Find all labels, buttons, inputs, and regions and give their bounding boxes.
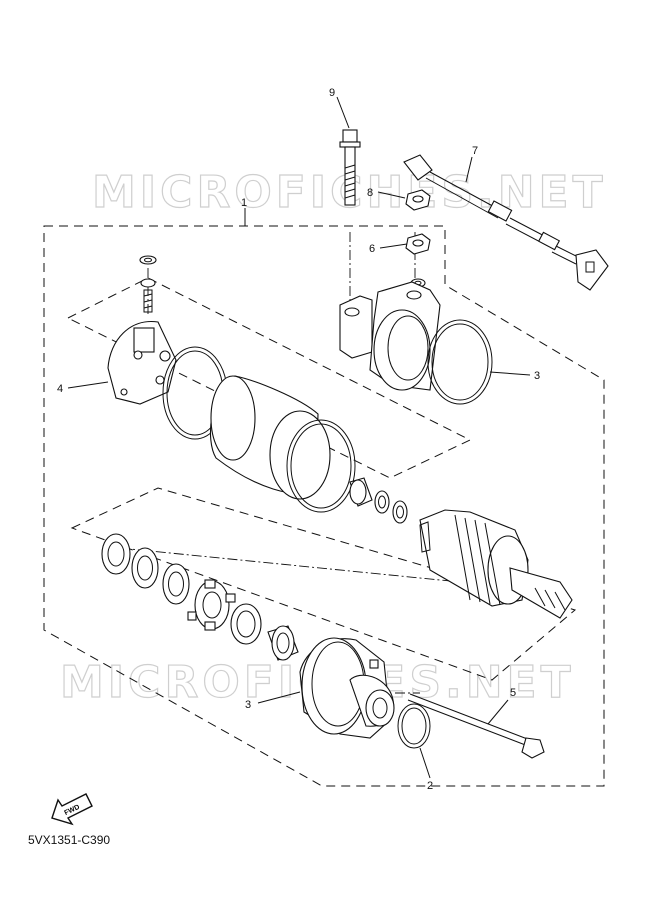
armature: [419, 509, 573, 619]
o-ring-rear: [427, 319, 493, 405]
leader-6: [379, 243, 408, 249]
callout-3-bottom: 3: [245, 699, 251, 711]
nut-part-8: [405, 189, 431, 211]
callout-4: 4: [57, 383, 63, 395]
leader-3-top: [489, 371, 531, 376]
bushing-set-upper: [349, 477, 408, 524]
callout-9: 9: [329, 87, 335, 99]
callout-6: 6: [369, 243, 375, 255]
o-ring-yoke-front: [286, 419, 356, 513]
leader-4: [67, 381, 109, 389]
leader-3-bottom: [257, 691, 301, 704]
front-cover-part-3: [299, 637, 395, 739]
o-ring-part-2: [397, 703, 431, 749]
bearing: [267, 625, 299, 661]
leader-9: [336, 96, 350, 129]
callout-3-top: 3: [534, 370, 540, 382]
leader-5: [487, 699, 509, 725]
callout-1: 1: [241, 197, 247, 209]
leader-7: [465, 156, 473, 183]
callout-7: 7: [472, 145, 478, 157]
nut-part-6: [405, 233, 431, 255]
lock-plate: [187, 579, 236, 631]
oil-seal: [230, 603, 262, 645]
long-bolt-part-5: [407, 693, 545, 759]
rear-cover-part-3: [339, 281, 441, 391]
leader-2: [419, 747, 431, 779]
callout-8: 8: [367, 187, 373, 199]
callout-2: 2: [427, 780, 433, 792]
washers-lower: [101, 533, 190, 605]
yoke-housing: [209, 375, 331, 500]
bolt-part-9: [339, 129, 361, 206]
diagram-code: 5VX1351-C390: [28, 833, 111, 847]
brush-holder-part-4: [107, 255, 177, 405]
callout-5: 5: [510, 687, 516, 699]
lower-assembly-plane: [70, 487, 577, 681]
assembly-boundary: [43, 225, 605, 787]
lead-wire-part-7: [403, 154, 609, 291]
fwd-arrow-icon: FWD: [51, 793, 93, 826]
leader-8: [377, 191, 406, 199]
